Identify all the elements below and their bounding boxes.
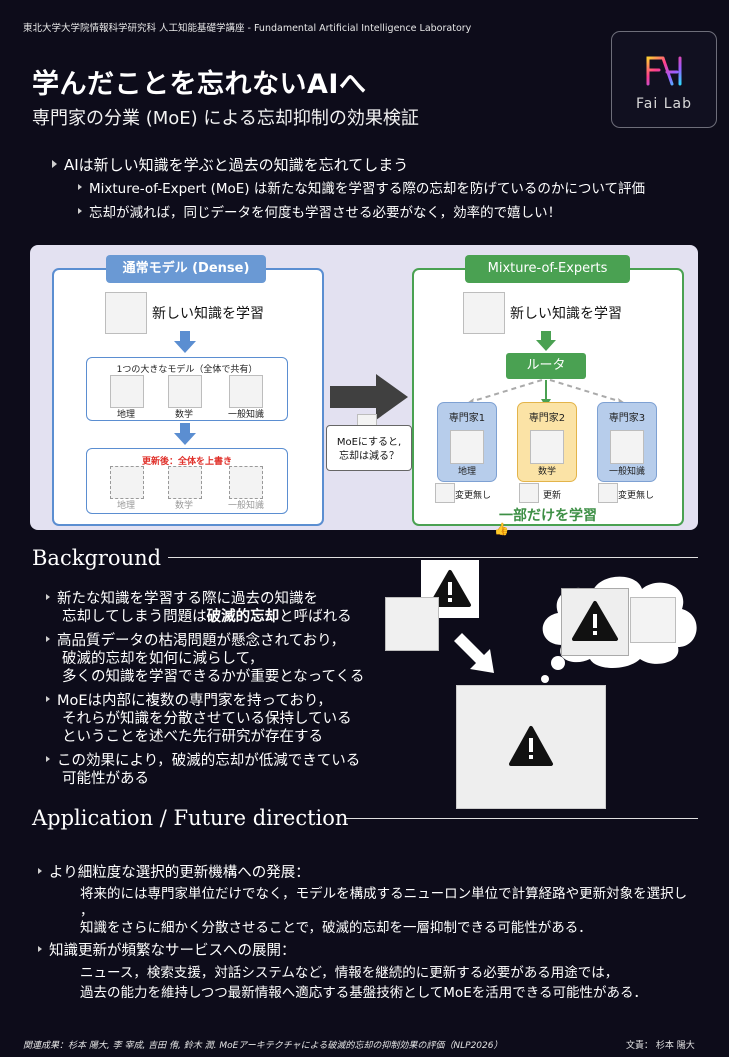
background-heading: Background [32,546,162,570]
expert-2-knowledge: 数学 [537,467,556,477]
arrow-down-icon [174,331,196,353]
lab-name: 東北大学大学院情報科学研究科 人工知能基礎学講座 - Fundamental A… [23,23,472,34]
router-box: ルータ [506,353,586,379]
warning-icon [572,601,618,641]
section-divider [168,557,698,558]
application-item-1: より細粒度な選択的更新機構への発展： [38,862,310,884]
background-bullet-3-cont: それらが知識を分散させている保持している [62,711,352,727]
warning-icon [509,726,553,766]
moe-learn-label: 新しい知識を学習 [510,306,622,322]
application-item-2-detail: ニュース，検索支援，対話システムなど，情報を継続的に更新する必要がある用途では， [80,965,619,981]
question-line-1: MoEにすると, [336,437,402,448]
knowledge-placeholder [229,375,263,408]
background-bullet-4-cont: 可能性がある [62,771,149,787]
section-divider [345,818,698,819]
thumbs-up-icon: 👍 [494,522,509,536]
logo-icon [646,56,682,86]
application-heading: Application / Future direction [32,806,349,830]
expert-3-status: 変更無し [618,491,655,501]
knowledge-label: 数学 [174,410,193,420]
background-bullet-4: この効果により，破滅的忘却が低減できている [46,750,360,772]
expert-2-label: 専門家2 [528,413,566,424]
bullet-icon [46,636,50,642]
footer-author: 文責： 杉本 陽大 [626,1041,695,1051]
knowledge-placeholder [110,375,144,408]
overwritten-placeholder [110,466,144,499]
background-bullet-1: 新たな知識を学習する際に過去の知識を [46,588,318,610]
expert-1-status: 変更無し [455,491,492,501]
knowledge-placeholder [168,375,202,408]
bullet-icon [46,594,50,600]
data-placeholder [385,597,439,651]
page-title: 学んだことを忘れないAIへ [32,69,367,100]
expert-3-label: 専門家3 [608,413,646,424]
application-item-2-detail: 過去の能力を維持しつつ最新情報へ適応する基盤技術としてMoEを活用できる可能性が… [80,985,647,1001]
bullet-icon [46,756,50,762]
background-bullet-1-cont: 忘却してしまう問題は破滅的忘却と呼ばれる [62,609,352,625]
expert-2-status: 更新 [543,491,562,501]
knowledge-placeholder [450,430,484,464]
bullet-icon [38,868,42,874]
footer-related: 関連成果：杉本 陽大, 李 宰成, 吉田 侑, 鈴木 潤. MoEアーキテクチャ… [23,1041,503,1051]
knowledge-label: 数学 [174,501,193,511]
knowledge-placeholder [610,430,644,464]
partial-learning-label: 一部だけを学習 [499,508,597,524]
bullet-icon [78,184,82,190]
data-placeholder [598,483,618,503]
knowledge-label: 一般知識 [227,410,264,420]
arrow-down-icon [174,423,196,445]
overwritten-placeholder [229,466,263,499]
application-item-1-detail: ， [80,903,94,919]
bullet-icon [78,208,82,214]
page-subtitle: 専門家の分業 (MoE) による忘却抑制の効果検証 [32,108,419,129]
warning-icon [429,570,471,607]
bullet-icon [38,946,42,952]
arrow-down-icon [536,331,556,351]
arrow-down-right-icon [454,633,494,673]
warning-card-large [456,685,606,809]
data-placeholder [463,292,505,334]
dense-update-label: 更新後：全体を上書き [141,457,232,467]
data-placeholder [105,292,147,334]
application-item-1-detail: 知識をさらに細かく分散させることで，破滅的忘却を一層抑制できる可能性がある． [80,920,592,936]
expert-1-label: 専門家1 [448,413,486,424]
background-bullet-3-cont: ということを述べた先行研究が存在する [62,729,323,745]
data-placeholder [630,597,676,643]
background-bullet-3: MoEは内部に複数の専門家を持っており， [46,690,332,712]
expert-1-knowledge: 地理 [457,467,476,477]
question-box [326,425,412,471]
bullet-icon [52,159,57,168]
data-placeholder [435,483,455,503]
dense-header: 通常モデル (Dense) [106,255,266,283]
background-bullet-2-cont: 破滅的忘却を如何に減らして， [62,651,264,667]
intro-sub2: 忘却が減れば，同じデータを何度も学習させる必要がなく，効率的で嬉しい！ [78,202,561,224]
lab-logo: Fai Lab [611,31,717,128]
data-placeholder [519,483,539,503]
logo-text: Fai Lab [636,96,692,112]
knowledge-label: 地理 [116,501,135,511]
dense-model-label: 1つの大きなモデル（全体で共有） [116,365,258,375]
bullet-icon [46,696,50,702]
big-arrow-right-icon [330,374,408,420]
application-item-2: 知識更新が頻繁なサービスへの展開： [38,940,296,962]
question-line-2: 忘却は減る？ [339,451,399,462]
background-bullet-2: 高品質データの枯渇問題が懸念されており， [46,630,345,652]
dense-learn-label: 新しい知識を学習 [152,306,264,322]
moe-box [412,268,684,526]
intro-sub1: Mixture-of-Expert (MoE) は新たな知識を学習する際の忘却を… [78,178,645,200]
overwritten-placeholder [168,466,202,499]
intro-main: AIは新しい知識を学ぶと過去の知識を忘れてしまう [52,154,408,176]
background-bullet-2-cont: 多くの知識を学習できるかが重要となってくる [62,669,365,685]
application-item-1-detail: 将来的には専門家単位だけでなく，モデルを構成するニューロン単位で計算経路や更新対… [80,886,688,902]
knowledge-placeholder [530,430,564,464]
knowledge-label: 一般知識 [227,501,264,511]
warning-card-thought [561,588,629,656]
knowledge-label: 地理 [116,410,135,420]
moe-header: Mixture-of-Experts [465,255,630,283]
expert-3-knowledge: 一般知識 [608,467,645,477]
